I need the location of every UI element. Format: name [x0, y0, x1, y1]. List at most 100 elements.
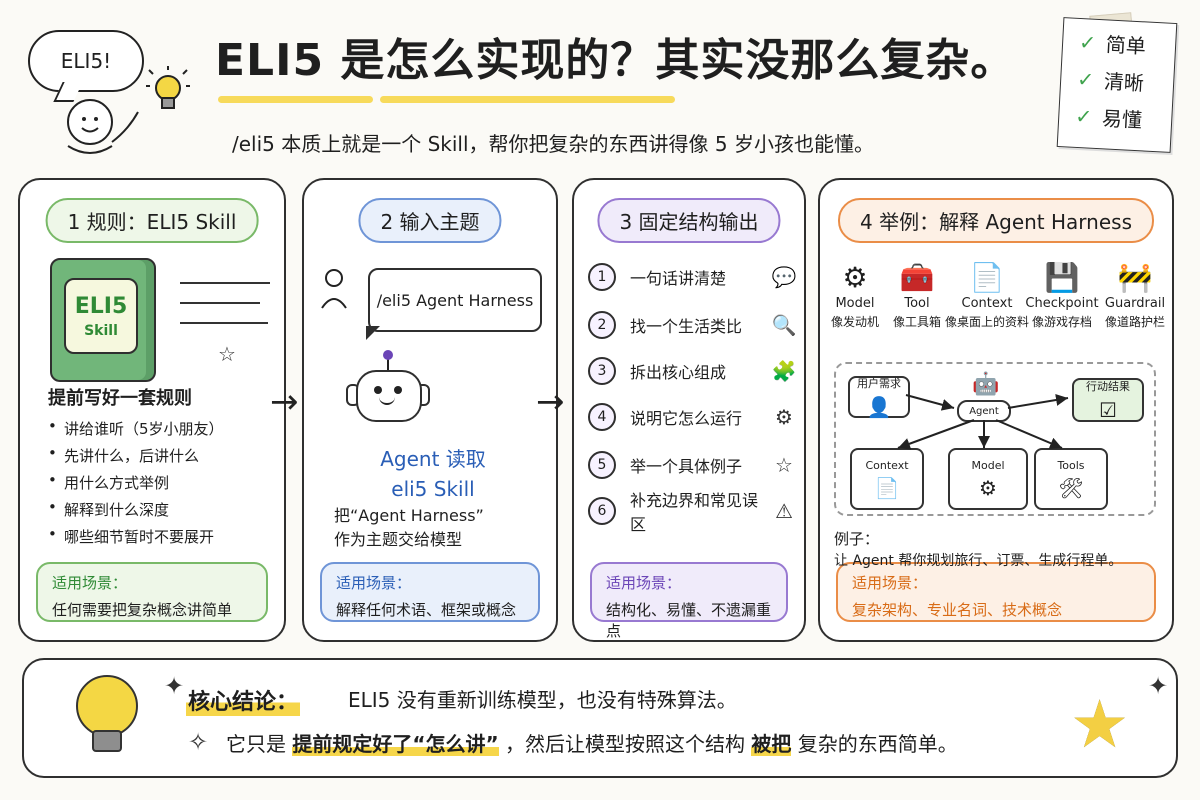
- prompt-text: /eli5 Agent Harness: [376, 290, 534, 310]
- rule-heading: 提前写好一套规则: [48, 388, 192, 409]
- panel-example-title: 4 举例：解释 Agent Harness: [838, 198, 1154, 243]
- engine-icon: ⚙: [979, 475, 997, 500]
- scene-title: 适用场景：: [52, 574, 128, 592]
- check-icon: ✓: [1078, 29, 1097, 55]
- user-icon: 👤: [866, 395, 892, 419]
- smiling-star-icon: ★: [1070, 686, 1130, 763]
- input-note: 把“Agent Harness” 作为主题交给模型: [334, 504, 484, 552]
- rule-line: [180, 282, 270, 284]
- prompt-bubble: /eli5 Agent Harness: [368, 268, 542, 332]
- page-title: ELI5 是怎么实现的？其实没那么复杂。: [215, 35, 1016, 86]
- skill-book-icon: ELI5 Skill: [50, 258, 156, 382]
- step-number: 3: [588, 357, 616, 385]
- robot-eye-right: [394, 386, 402, 394]
- step-number: 2: [588, 311, 616, 339]
- check-circle-icon: ☑: [1099, 398, 1117, 422]
- line2-part-3: 复杂的东西简单。: [797, 732, 958, 756]
- tool-name: Context: [961, 296, 1013, 311]
- checklist-note: ✓简单 ✓清晰 ✓易懂: [1056, 17, 1178, 153]
- barrier-icon: 🚧: [1117, 260, 1153, 294]
- panel-output: 3 固定结构输出 适用场景： 结构化、易懂、不遗漏重点: [572, 178, 806, 642]
- tool-desc: 像道路护栏: [1104, 315, 1165, 329]
- panel-output-title: 3 固定结构输出: [597, 198, 781, 243]
- scene-text: 复杂架构、专业名词、技术概念: [852, 601, 1063, 619]
- panel-rule: 1 规则：ELI5 Skill 适用场景： 任何需要把复杂概念讲简单: [18, 178, 286, 642]
- tool-tool: 🧰 Tool 像工具箱: [874, 258, 960, 330]
- tool-desc: 像游戏存档: [1031, 315, 1092, 329]
- check-text-1: 简单: [1105, 32, 1147, 59]
- book-subtitle: Skill: [84, 322, 118, 339]
- tools-box: Tools 🛠: [1034, 448, 1108, 510]
- step-text: 找一个生活类比: [630, 317, 743, 336]
- tool-name: Model: [835, 296, 875, 311]
- chat-icon: 💬: [771, 265, 797, 289]
- core-conclusion-line-1: ELI5 没有重新训练模型，也没有特殊算法。: [348, 688, 737, 712]
- sparkle-icon: ✦: [164, 672, 185, 700]
- rule-list: 讲给谁听（5岁小朋友） 先讲什么，后讲什么 用什么方式举例 解释到什么深度 哪些…: [48, 417, 224, 553]
- step-row-6: 6 补充边界和常见误区 ⚠: [588, 491, 798, 534]
- toolbox-icon: 🧰: [899, 260, 935, 294]
- panel-input: 2 输入主题 适用场景： 解释任何术语、框架或概念: [302, 178, 558, 642]
- puzzle-icon: 🧩: [771, 359, 797, 383]
- step-text: 一句话讲清楚: [630, 269, 727, 288]
- robot-knob: [383, 350, 393, 360]
- line2-highlight-2: 被把: [751, 732, 792, 756]
- scene-text: 解释任何术语、框架或概念: [336, 601, 517, 619]
- rule-item-2: 先讲什么，后讲什么: [48, 444, 224, 466]
- robot-icon: [356, 370, 422, 422]
- user-request-box: 用户需求 👤: [848, 376, 910, 419]
- panel-rule-scene: 适用场景： 任何需要把复杂概念讲简单: [36, 562, 268, 622]
- check-row-2: ✓ 清晰: [1077, 64, 1174, 98]
- check-text-2: 清晰: [1103, 69, 1145, 96]
- scene-title: 适用场景：: [852, 574, 928, 592]
- gear-icon: ⚙: [775, 405, 793, 429]
- check-row-3: ✓易懂: [1075, 101, 1172, 135]
- arrow-2: →: [536, 382, 565, 422]
- sparkle-icon: ☆: [218, 342, 236, 366]
- search-icon: 🔍: [771, 313, 797, 337]
- prompt-bubble-tail: [366, 326, 380, 340]
- rule-item-4: 解释到什么深度: [48, 498, 224, 520]
- scene-title: 适用场景：: [336, 574, 412, 592]
- idea-bulb-icon: [146, 66, 190, 109]
- example-text: 让 Agent 帮你规划旅行、订票、生成行程单。: [834, 553, 1123, 569]
- step-text: 拆出核心组成: [630, 363, 727, 382]
- agent-line-1: Agent 读取: [380, 447, 486, 471]
- tool-desc: 像桌面上的资料: [944, 315, 1029, 329]
- star-icon: ☆: [775, 453, 793, 477]
- line2-highlight-1: 提前规定好了“怎么讲”: [292, 732, 499, 756]
- tool-desc: 像工具箱: [892, 315, 941, 329]
- robot-antenna: [387, 358, 389, 374]
- step-row-2: 2 找一个生活类比 🔍: [588, 310, 798, 340]
- step-number: 1: [588, 263, 616, 291]
- check-row-1: ✓ 简单: [1078, 27, 1175, 61]
- robot-icon: 🤖: [972, 372, 1000, 397]
- tool-guardrail: 🚧 Guardrail 像道路护栏: [1092, 258, 1178, 330]
- step-text: 说明它怎么运行: [630, 409, 743, 428]
- stick-figure: [67, 99, 139, 154]
- rule-line: [180, 302, 260, 304]
- document-icon: 📄: [969, 260, 1005, 294]
- line2-part-2: ，然后让模型按照这个结构: [505, 732, 746, 756]
- tool-context: 📄 Context 像桌面上的资料: [944, 258, 1030, 330]
- title-highlight-1: [218, 96, 373, 103]
- sparkle-icon: ✧: [188, 728, 209, 756]
- step-row-3: 3 拆出核心组成 🧩: [588, 356, 798, 386]
- check-icon: ✓: [1074, 103, 1093, 129]
- tool-name: Tool: [904, 296, 930, 311]
- title-highlight-2: [380, 96, 675, 103]
- core-conclusion-line-2: 它只是 提前规定好了“怎么讲” ，然后让模型按照这个结构 被把 复杂的东西简单。: [226, 728, 958, 757]
- panel-input-scene: 适用场景： 解释任何术语、框架或概念: [320, 562, 540, 622]
- core-conclusion-label: 核心结论：: [186, 684, 301, 716]
- panel-input-title: 2 输入主题: [358, 198, 502, 243]
- step-row-5: 5 举一个具体例子 ☆: [588, 450, 798, 480]
- tool-model: ⚙ Model 像发动机: [812, 258, 898, 330]
- book-title: ELI5: [74, 293, 128, 319]
- wrench-icon: 🛠: [1058, 475, 1084, 500]
- agent-read-text: Agent 读取 eli5 Skill: [318, 444, 548, 504]
- save-icon: 💾: [1044, 260, 1080, 294]
- check-icon: ✓: [1076, 66, 1095, 92]
- user-icon: [321, 269, 347, 309]
- agent-line-2: eli5 Skill: [391, 477, 475, 501]
- rule-item-1: 讲给谁听（5岁小朋友）: [48, 417, 224, 439]
